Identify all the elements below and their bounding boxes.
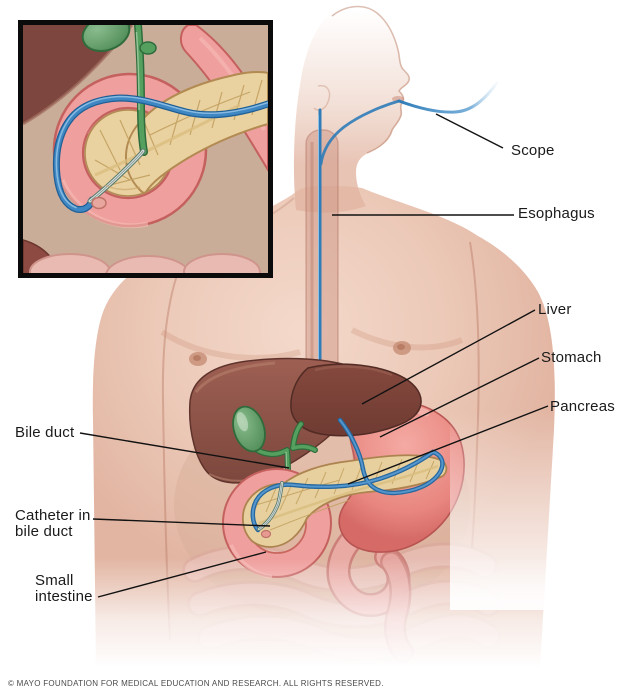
liver-leader-line [361, 309, 536, 405]
pancreas-shape [241, 454, 448, 548]
pancreas-texture [251, 457, 435, 531]
scope-outside-mouth [397, 81, 499, 114]
left-nipple-center [193, 355, 201, 361]
face-profile-line [331, 5, 410, 154]
catheter-midline [258, 482, 283, 530]
gallbladder [232, 405, 266, 453]
scope-leader-line [435, 113, 504, 149]
biliary-tree [232, 405, 318, 480]
label-catheter-in-bile-duct: Catheter in bile duct [15, 507, 91, 540]
inset-bile-duct [135, 25, 147, 155]
scope-abdominal-path [250, 417, 445, 533]
inset-fold-lines [104, 184, 141, 191]
inset-duct-loop [139, 41, 157, 55]
inset-duodenum-highlight [59, 178, 149, 229]
inset-intestine-bumps [29, 253, 261, 273]
pec-shadow-left [160, 329, 301, 361]
pancreatic-duct [258, 464, 439, 525]
catheter-leader-line [92, 518, 271, 527]
label-bile-duct: Bile duct [15, 424, 75, 441]
inset-gallbladder [81, 25, 131, 52]
catheter [257, 481, 284, 539]
label-stomach: Stomach [541, 349, 602, 366]
bile-duct-leader-line [79, 432, 290, 469]
ear-line [313, 84, 331, 111]
small-intestine-leader-line [97, 551, 267, 598]
inset-papilla [91, 196, 107, 210]
duodenal-papilla [260, 529, 272, 539]
gallbladder-highlight [236, 412, 249, 432]
right-nipple-center [397, 344, 405, 350]
pancreas-leader-line [347, 405, 549, 485]
copyright-notice: © MAYO FOUNDATION FOR MEDICAL EDUCATION … [8, 679, 384, 688]
scope-line-highlight [251, 419, 444, 531]
label-small-intestine: Small intestine [35, 572, 93, 605]
label-scope: Scope [511, 142, 555, 159]
liver-left-lobe [290, 363, 422, 437]
inset-detail-view [18, 20, 273, 278]
inset-frame [18, 20, 273, 278]
liver-top-highlight [194, 361, 276, 393]
label-liver: Liver [538, 301, 572, 318]
stomach-leader-line [379, 357, 540, 438]
scope-throat-segment [319, 99, 401, 166]
inset-catheter [87, 148, 146, 204]
inset-scope [52, 94, 268, 213]
right-arm-fade [450, 410, 632, 610]
leader-lines [79, 113, 549, 598]
label-pancreas: Pancreas [550, 398, 615, 415]
liver-shape [188, 357, 422, 484]
liver-left-lobe-highlight [314, 365, 393, 377]
label-esophagus: Esophagus [518, 205, 595, 222]
esophagus-tube [305, 99, 401, 398]
